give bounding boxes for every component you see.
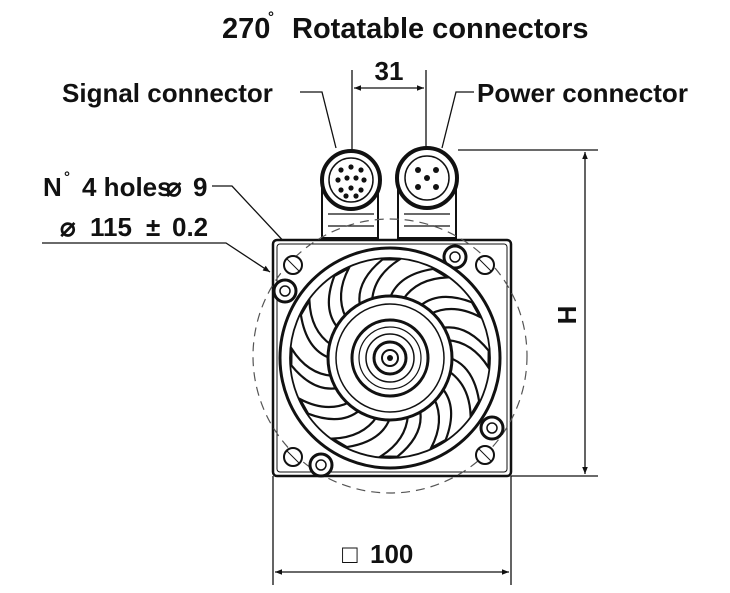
screw [479,415,505,441]
bolt-circle-tolerance-value: 0.2 [172,212,208,242]
title-angle: 270 [222,13,270,45]
fan-vanes [290,258,490,458]
bolt-circle-tolerance-symbol: ± [146,212,160,242]
width-value: 100 [370,539,413,569]
fan-vane [428,386,453,451]
title-text: Rotatable connectors [292,13,589,45]
bolt-circle-symbol: ⌀ [60,212,76,242]
mounting-hole [283,255,303,275]
motor-fan [278,246,502,470]
power-connector-callout: Power connector [441,78,688,149]
connector-spacing-dimension: 31 [351,56,427,150]
title: 270 ° Rotatable connectors [222,9,589,45]
screw [308,452,334,478]
fan-vane [358,258,404,308]
power-connector-label: Power connector [477,78,688,108]
title-degree-sign: ° [268,9,274,26]
fan-vane [328,415,392,449]
fan-vane [290,344,340,390]
hole-diameter-value: 9 [193,172,207,202]
connector-spacing-label: 31 [375,56,404,86]
fan-vane [418,295,483,320]
fan-vane [440,326,490,372]
signal-connector-label: Signal connector [62,78,273,108]
hole-diameter-symbol: ⌀ [166,172,182,202]
fan-vane [376,408,422,458]
fan-vane [299,296,333,360]
mounting-hole [283,447,303,467]
width-dimension: □ 100 [272,476,512,585]
mounting-holes [283,255,495,467]
mounting-hole [475,255,495,275]
holes-degree-sign: ° [64,169,70,186]
fan-vane [447,356,481,420]
power-connector [395,146,459,239]
fan-vane [327,265,352,330]
signal-connector-callout: Signal connector [62,78,337,149]
bolt-circle-value: 115 [90,212,132,242]
screws [272,244,505,478]
holes-callout: N ° 4 holes ⌀ 9 [43,169,289,247]
bolt-circle-callout: ⌀ 115 ± 0.2 [42,212,271,273]
height-label: H [552,306,582,325]
height-dimension: H [458,149,598,477]
fan-vane [297,396,362,421]
screw [442,244,468,270]
holes-text: 4 holes [82,172,172,202]
fan-vane [388,267,452,301]
holes-prefix: N [43,172,62,202]
screw [272,278,298,304]
width-square-symbol: □ [342,539,358,569]
signal-connector [320,149,382,239]
mounting-hole [475,445,495,465]
